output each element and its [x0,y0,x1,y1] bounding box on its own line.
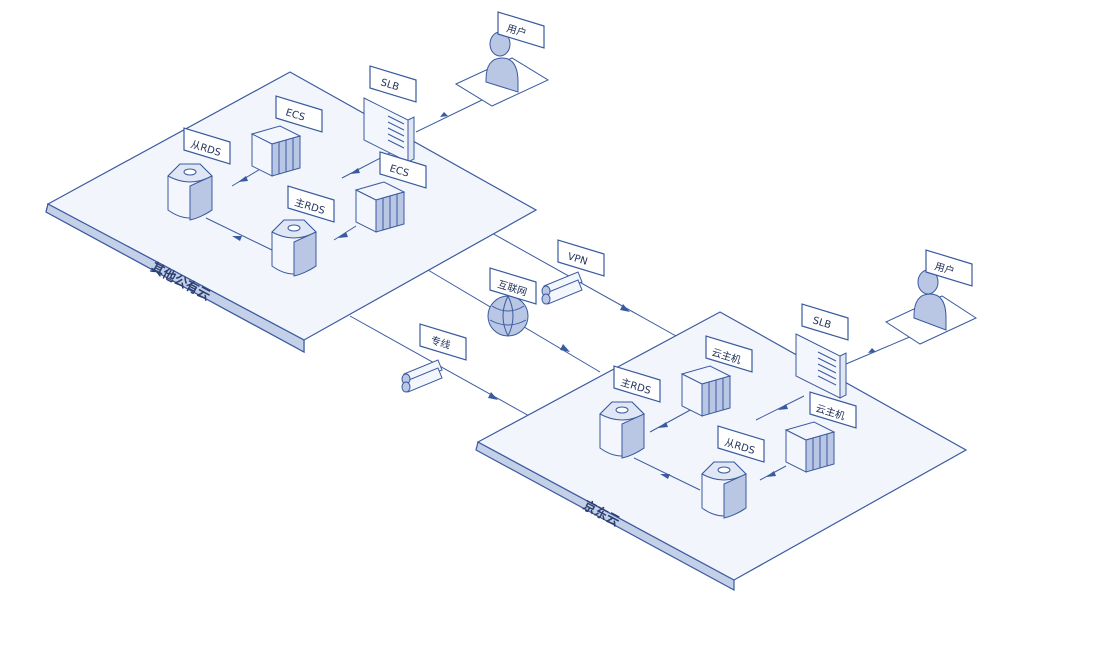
right-slb-node: SLB [795,303,849,399]
left-ecs-2-node: ECS [354,151,427,233]
left-rds-master-node: 主RDS [271,185,335,277]
left-user-node: 用户 [454,11,550,107]
left-internal-links [205,99,483,251]
right-vm-1-node: 云主机 [680,335,753,417]
left-slb-label: SLB [379,77,400,93]
left-ecs-1-label: ECS [284,107,306,123]
right-slb-label: SLB [811,315,832,331]
right-user-node: 用户 [884,249,978,345]
inter-cloud-links [349,231,677,423]
left-ecs-1-node: ECS [250,95,323,177]
right-rds-master-node: 主RDS [599,365,661,459]
right-rds-slave-node: 从RDS [701,425,765,519]
left-ecs-2-label: ECS [388,163,410,179]
left-rds-slave-node: 从RDS [167,127,231,221]
internet-node: 互联网 [487,267,537,337]
right-vm-2-node: 云主机 [784,391,857,473]
dedicated-line-node: 专线 [401,323,467,393]
vpn-node: VPN [541,239,605,305]
right-internal-links [633,335,913,491]
